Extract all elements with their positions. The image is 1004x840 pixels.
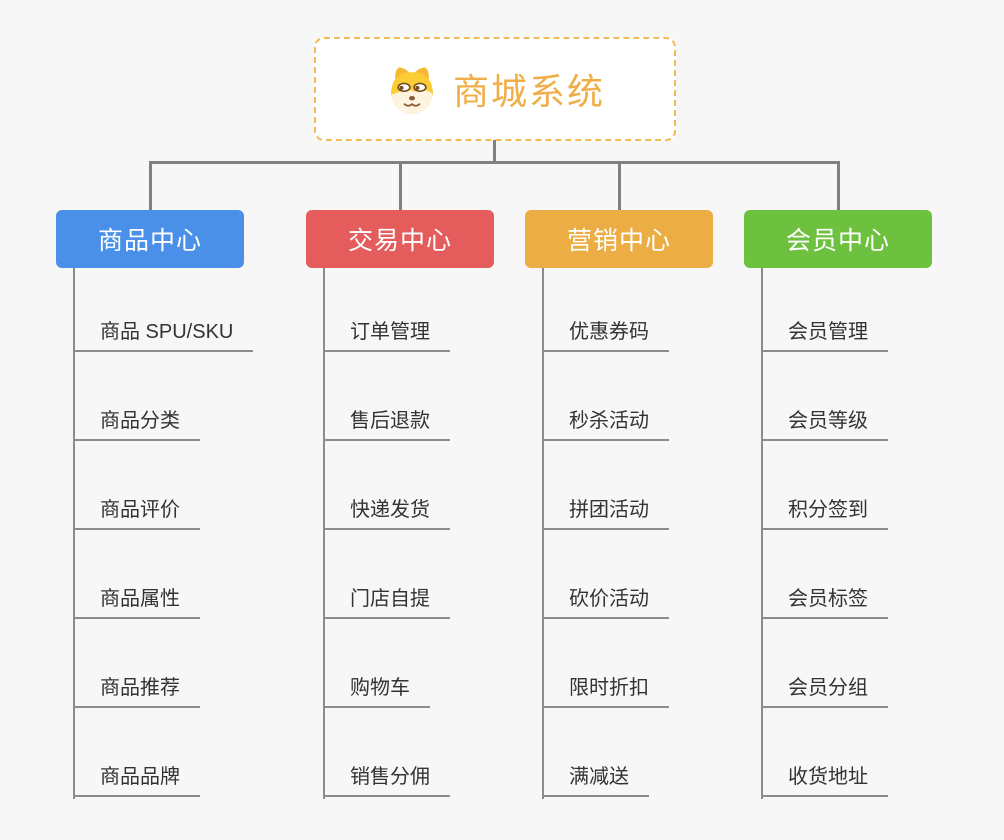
leaf-node[interactable]: 会员等级 — [761, 352, 888, 441]
leaf-node[interactable]: 积分签到 — [761, 441, 888, 530]
leaf-node[interactable]: 会员分组 — [761, 619, 888, 708]
leaf-node[interactable]: 会员标签 — [761, 530, 888, 619]
leaf-node[interactable]: 门店自提 — [323, 530, 450, 619]
leaf-node[interactable]: 优惠券码 — [542, 268, 669, 352]
leaf-list-products: 商品 SPU/SKU 商品分类 商品评价 商品属性 商品推荐 商品品牌 — [73, 268, 254, 797]
branch-drop-line — [149, 161, 152, 210]
dog-face-icon — [391, 67, 433, 115]
branch-drop-line — [618, 161, 621, 210]
leaf-node[interactable]: 商品评价 — [73, 441, 200, 530]
leaf-label: 秒杀活动 — [569, 410, 649, 432]
leaf-label: 限时折扣 — [569, 677, 649, 699]
branch-node-products[interactable]: 商品中心 — [56, 210, 244, 268]
leaf-node[interactable]: 收货地址 — [761, 708, 888, 797]
leaf-label: 积分签到 — [788, 499, 868, 521]
column-spine-line — [542, 268, 544, 799]
leaf-node[interactable]: 限时折扣 — [542, 619, 669, 708]
leaf-node[interactable]: 订单管理 — [323, 268, 450, 352]
leaf-label: 门店自提 — [350, 588, 430, 610]
leaf-label: 商品评价 — [100, 499, 180, 521]
leaf-node[interactable]: 拼团活动 — [542, 441, 669, 530]
branch-drop-line — [837, 161, 840, 210]
leaf-node[interactable]: 商品属性 — [73, 530, 200, 619]
branch-node-trade[interactable]: 交易中心 — [306, 210, 494, 268]
leaf-node[interactable]: 售后退款 — [323, 352, 450, 441]
leaf-label: 砍价活动 — [569, 588, 649, 610]
leaf-label: 会员管理 — [788, 321, 868, 343]
leaf-label: 商品属性 — [100, 588, 180, 610]
leaf-node[interactable]: 砍价活动 — [542, 530, 669, 619]
leaf-node[interactable]: 快递发货 — [323, 441, 450, 530]
leaf-label: 收货地址 — [788, 766, 868, 788]
leaf-node[interactable]: 商品品牌 — [73, 708, 200, 797]
leaf-node[interactable]: 销售分佣 — [323, 708, 450, 797]
leaf-label: 会员分组 — [788, 677, 868, 699]
leaf-label: 会员标签 — [788, 588, 868, 610]
leaf-node[interactable]: 秒杀活动 — [542, 352, 669, 441]
branch-drop-line — [399, 161, 402, 210]
column-spine-line — [761, 268, 763, 799]
column-spine-line — [323, 268, 325, 799]
leaf-node[interactable]: 商品分类 — [73, 352, 200, 441]
leaf-node[interactable]: 满减送 — [542, 708, 649, 797]
leaf-label: 会员等级 — [788, 410, 868, 432]
branch-bus-line — [149, 161, 840, 164]
column-spine-line — [73, 268, 75, 799]
root-stem-line — [493, 140, 496, 163]
leaf-node[interactable]: 购物车 — [323, 619, 430, 708]
leaf-list-members: 会员管理 会员等级 积分签到 会员标签 会员分组 收货地址 — [761, 268, 888, 797]
leaf-label: 拼团活动 — [569, 499, 649, 521]
leaf-node[interactable]: 商品推荐 — [73, 619, 200, 708]
branch-node-marketing[interactable]: 营销中心 — [525, 210, 713, 268]
leaf-label: 快递发货 — [350, 499, 430, 521]
leaf-label: 商品推荐 — [100, 677, 180, 699]
leaf-label: 满减送 — [569, 766, 629, 788]
leaf-node[interactable]: 会员管理 — [761, 268, 888, 352]
root-node[interactable]: 商城系统 — [314, 37, 676, 141]
leaf-label: 优惠券码 — [569, 321, 649, 343]
leaf-label: 商品 SPU/SKU — [100, 321, 234, 343]
leaf-label: 售后退款 — [350, 410, 430, 432]
leaf-node[interactable]: 商品 SPU/SKU — [73, 268, 254, 352]
leaf-list-marketing: 优惠券码 秒杀活动 拼团活动 砍价活动 限时折扣 满减送 — [542, 268, 669, 797]
leaf-label: 购物车 — [350, 677, 410, 699]
leaf-label: 商品品牌 — [100, 766, 180, 788]
branch-node-members[interactable]: 会员中心 — [744, 210, 932, 268]
leaf-label: 订单管理 — [350, 321, 430, 343]
leaf-label: 销售分佣 — [350, 766, 430, 788]
leaf-list-trade: 订单管理 售后退款 快递发货 门店自提 购物车 销售分佣 — [323, 268, 450, 797]
root-title: 商城系统 — [452, 71, 605, 112]
leaf-label: 商品分类 — [100, 410, 180, 432]
